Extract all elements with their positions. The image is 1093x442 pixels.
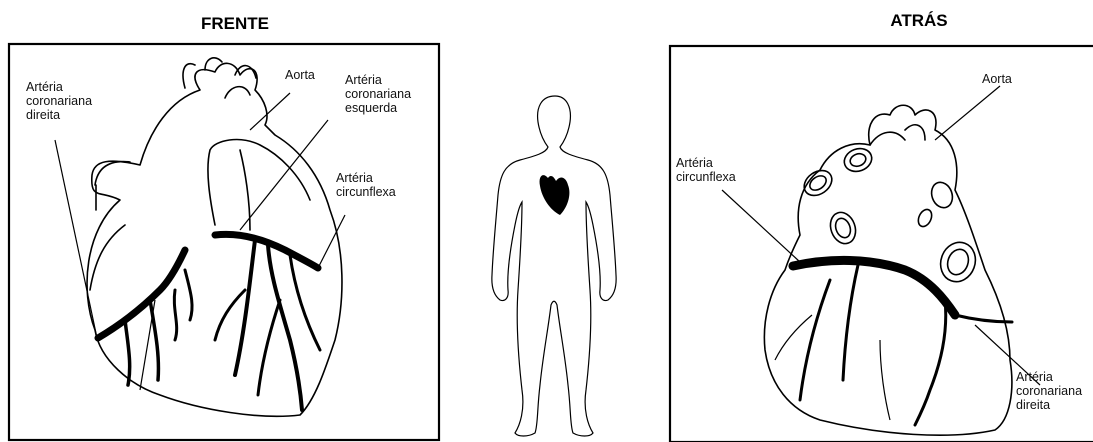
back-aorta-leader: [935, 86, 1000, 140]
front-heart: [87, 58, 342, 416]
back-circumflex-leader: [722, 190, 800, 262]
front-aorta-label: Aorta: [285, 68, 315, 82]
front-right-coronary-leader: [55, 140, 97, 338]
back-right-coronary-label: Artéria coronariana direita: [1016, 370, 1086, 412]
small-heart-icon: [540, 175, 570, 215]
back-title: ATRÁS: [890, 11, 947, 30]
back-circumflex-label: Artéria circunflexa: [676, 156, 736, 184]
front-circumflex-label: Artéria circunflexa: [336, 171, 396, 199]
back-heart: [764, 105, 1012, 435]
front-title: FRENTE: [201, 14, 269, 33]
front-left-coronary-label: Artéria coronariana esquerda: [345, 73, 415, 115]
back-aorta-label: Aorta: [982, 72, 1012, 86]
human-body-silhouette: [492, 96, 616, 436]
front-aorta-leader: [250, 93, 290, 130]
front-right-coronary-label: Artéria coronariana direita: [26, 80, 96, 122]
